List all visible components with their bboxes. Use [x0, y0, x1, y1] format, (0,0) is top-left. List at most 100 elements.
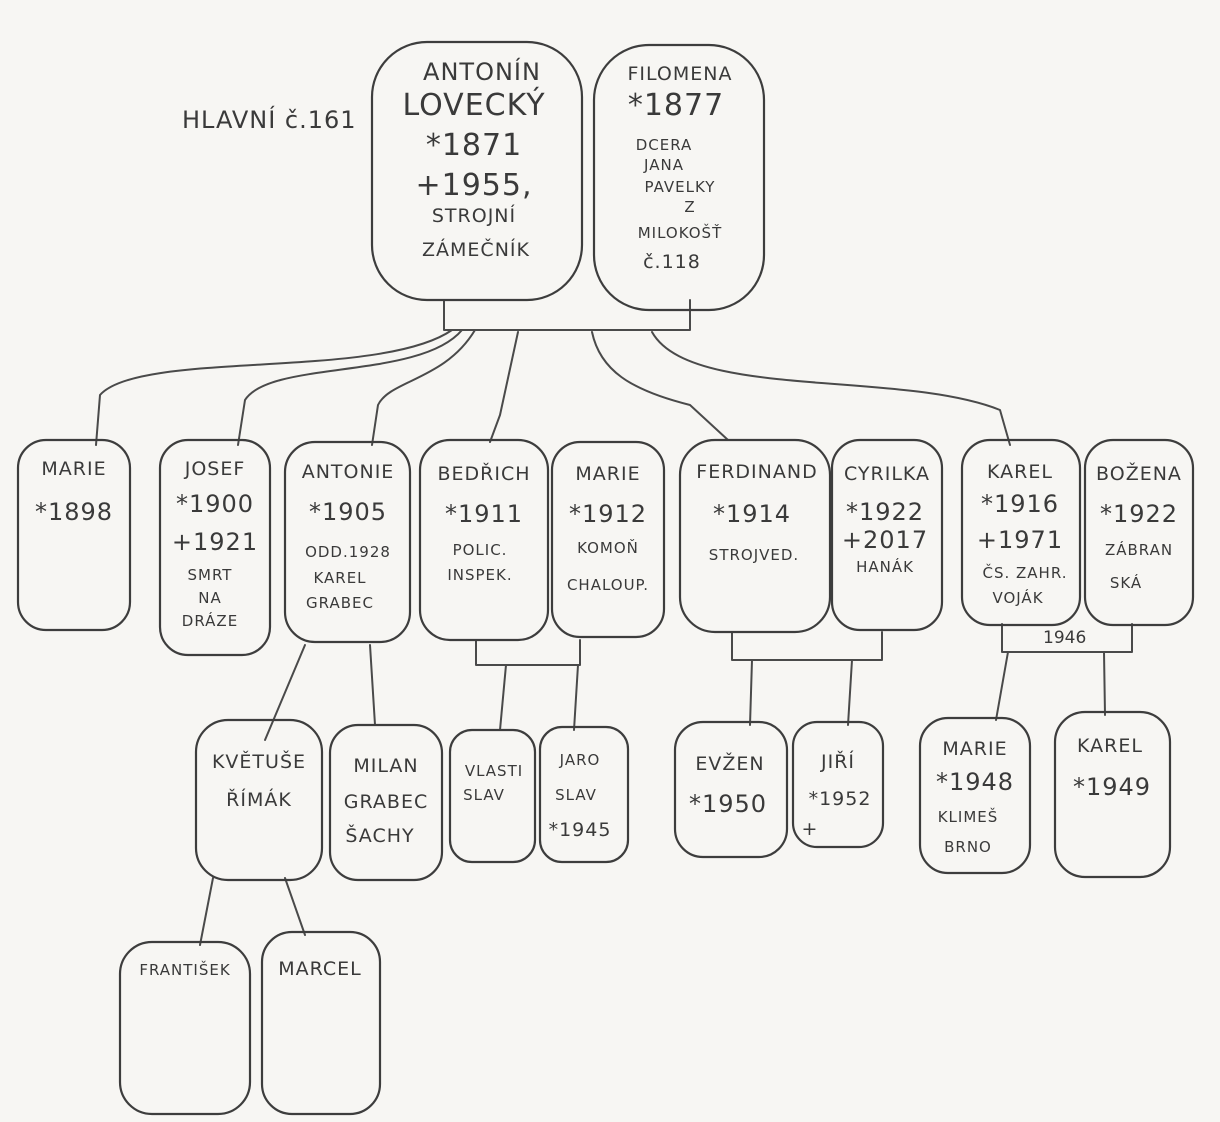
person-text-line: KAREL [1077, 735, 1143, 757]
person-text-line: BEDŘICH [437, 462, 530, 485]
person-text-line: MARCEL [278, 958, 362, 980]
person-text-line: FRANTIŠEK [139, 960, 231, 979]
person-text-line: FERDINAND [696, 461, 817, 483]
person-text-line: ANTONÍN [423, 57, 541, 86]
person-text-line: KAREL [313, 569, 366, 587]
parents-couple-bracket [443, 299, 691, 331]
person-text-line: BRNO [944, 838, 992, 856]
person-text-line: ZÁMEČNÍK [422, 237, 530, 261]
person-text-line: SMRT [188, 566, 233, 584]
person-text-line: SKÁ [1110, 573, 1142, 592]
branch-to-antonie [371, 329, 476, 446]
person-text-line: ODD.1928 [305, 543, 391, 561]
person-text-line: MARIE [942, 738, 1007, 760]
person-text-line: ČS. ZAHR. [982, 563, 1067, 582]
ferdinand-to-jiri [847, 659, 853, 726]
person-text-line: ZÁBRAN [1105, 540, 1173, 559]
ferdinand-couple-bracket [731, 631, 883, 661]
person-text-line: *1948 [936, 768, 1014, 796]
person-jaroslav: JARO SLAV *1945 [538, 725, 630, 864]
person-text-line: STROJNÍ [432, 204, 516, 227]
person-kvetuse: KVĚTUŠE ŘÍMÁK [194, 718, 324, 882]
person-text-line: MILAN [353, 755, 418, 777]
karel-to-karel1949 [1103, 651, 1106, 716]
person-text-line: č.118 [643, 251, 701, 273]
person-cyrilka: CYRILKA *1922 +2017 HANÁK [830, 438, 944, 632]
branch-to-marie1898 [95, 329, 453, 446]
person-text-line: +1955, [415, 168, 532, 203]
person-text-line: Z [684, 198, 695, 216]
person-text-line: VOJÁK [992, 588, 1043, 607]
person-text-line: *1911 [445, 500, 523, 528]
antonie-to-milan [369, 644, 376, 726]
person-filomena: FILOMENA *1877 DCERA JANA PAVELKY Z MILO… [592, 43, 766, 312]
person-text-line: *1912 [569, 500, 647, 528]
ferdinand-to-euzen [749, 659, 753, 726]
person-text-line: + [802, 818, 819, 840]
person-text-line: KLIMEŠ [938, 807, 999, 826]
person-text-line: PAVELKY [645, 178, 716, 196]
person-text-line: GRABEC [306, 594, 374, 612]
person-text-line: +1921 [172, 528, 258, 556]
kvetuse-to-frantisek [199, 877, 214, 946]
bedrich-to-jaroslav [573, 664, 579, 731]
person-text-line: LOVECKÝ [402, 87, 545, 123]
person-karel-1949: KAREL *1949 [1053, 710, 1172, 879]
person-marie-1948: MARIE *1948 KLIMEŠ BRNO [918, 716, 1032, 875]
house-label: HLAVNÍ č.161 [182, 105, 357, 134]
branch-to-bedrich-couple [489, 331, 519, 443]
person-text-line: ŘÍMÁK [226, 788, 292, 811]
bedrich-couple-bracket [475, 639, 581, 666]
person-marie-1912: MARIE *1912 KOMOŇ CHALOUP. [550, 440, 666, 639]
person-text-line: ANTONIE [302, 461, 395, 483]
person-text-line: *1914 [713, 500, 791, 528]
person-text-line: *1898 [35, 498, 113, 526]
person-text-line: KAREL [987, 461, 1053, 483]
person-text-line: ŠACHY [345, 823, 414, 847]
person-text-line: KVĚTUŠE [212, 749, 306, 773]
marriage-year-label: 1946 [1043, 628, 1086, 648]
person-milan: MILAN GRABEC ŠACHY [328, 723, 444, 882]
person-text-line: CYRILKA [844, 463, 930, 485]
person-text-line: MARIE [41, 458, 106, 480]
person-text-line: HANÁK [856, 557, 914, 576]
person-text-line: JOSEF [184, 458, 246, 480]
person-text-line: MILOKOŠŤ [638, 223, 723, 242]
person-text-line: *1900 [176, 490, 254, 518]
person-antonie: ANTONIE *1905 ODD.1928 KAREL GRABEC [283, 440, 412, 644]
person-text-line: MARIE [575, 463, 640, 485]
person-text-line: *1950 [689, 790, 767, 818]
person-marie-1898: MARIE *1898 [16, 438, 132, 632]
person-text-line: *1916 [981, 490, 1059, 518]
person-text-line: VLASTI [465, 762, 523, 780]
bedrich-to-vlastislav [499, 664, 507, 731]
person-text-line: *1945 [549, 819, 612, 841]
person-text-line: *1905 [309, 498, 387, 526]
person-text-line: *1952 [809, 788, 872, 810]
person-text-line: NA [198, 589, 221, 607]
person-karel-1916: KAREL *1916 +1971 ČS. ZAHR. VOJÁK [960, 438, 1082, 627]
person-antonin-lovecky: ANTONÍN LOVECKÝ *1871 +1955, STROJNÍ ZÁM… [370, 40, 584, 302]
person-text-line: INSPEK. [447, 566, 512, 584]
person-bozena: BOŽENA *1922 ZÁBRAN SKÁ [1083, 438, 1195, 627]
person-text-line: +1971 [977, 526, 1063, 554]
person-text-line: *1922 [846, 498, 924, 526]
person-text-line: BOŽENA [1096, 462, 1182, 485]
person-vlastislav: VLASTI SLAV [448, 728, 537, 864]
person-text-line: EVŽEN [695, 752, 764, 775]
person-text-line: *1949 [1073, 773, 1151, 801]
person-josef: JOSEF *1900 +1921 SMRT NA DRÁZE [158, 438, 272, 657]
person-text-line: KOMOŇ [577, 538, 639, 557]
person-text-line: *1922 [1100, 500, 1178, 528]
person-text-line: GRABEC [344, 791, 428, 813]
person-text-line: CHALOUP. [567, 576, 649, 594]
person-euzen: EVŽEN *1950 [673, 720, 789, 859]
person-text-line: JANA [643, 156, 684, 174]
karel-to-marie1948 [995, 651, 1009, 721]
person-bedrich: BEDŘICH *1911 POLIC. INSPEK. [418, 438, 550, 642]
person-ferdinand: FERDINAND *1914 STROJVED. [678, 438, 832, 634]
branch-to-ferdinand-couple [591, 331, 729, 441]
person-text-line: JIŘÍ [820, 750, 855, 773]
person-text-line: *1877 [628, 88, 724, 123]
